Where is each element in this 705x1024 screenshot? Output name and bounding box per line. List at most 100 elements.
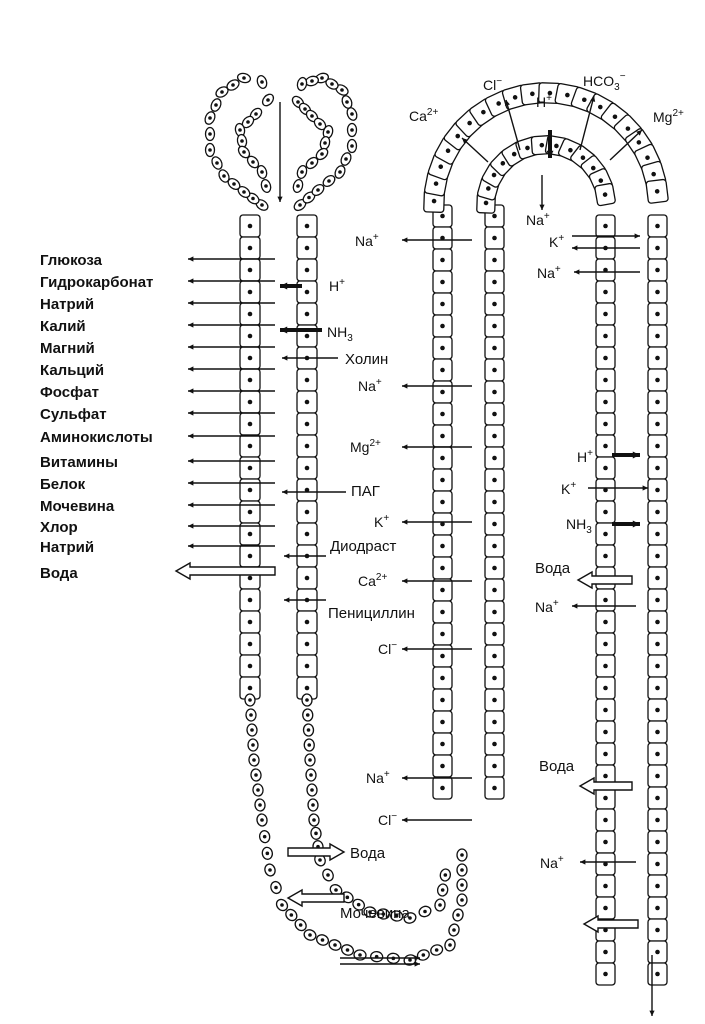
capsule-outer-nucleus <box>232 182 236 186</box>
arch-outer-nucleus <box>625 126 631 131</box>
loop-inner-nucleus <box>318 858 322 862</box>
reabsorption-arrow-4-head <box>188 344 194 350</box>
label-bicarbonate: Гидрокарбонат <box>40 274 153 291</box>
arch-inner-nucleus <box>580 155 586 161</box>
thick-outer-1-nucleus <box>440 565 445 571</box>
capsule-outer-nucleus <box>238 128 242 132</box>
secretion-arrow-nh3-head <box>280 326 288 334</box>
label-sodium: Натрий <box>40 296 94 313</box>
capsule-outer-nucleus <box>260 170 264 174</box>
label-magnesium: Магний <box>40 340 95 357</box>
distal-outer-nucleus <box>655 509 660 515</box>
ion-ca: Ca2+ <box>358 572 387 589</box>
water-arrow-right-1 <box>576 570 633 590</box>
label-urea: Мочевина <box>40 498 115 515</box>
arch-inner-nucleus <box>486 186 491 191</box>
loop-outer-nucleus <box>248 698 252 702</box>
proximal-right-nucleus <box>304 267 310 273</box>
proximal-right-nucleus <box>304 311 310 317</box>
thick-inner-1-nucleus <box>492 367 497 373</box>
distal-inner-nucleus <box>603 399 608 405</box>
label-water-loop: Вода <box>350 845 386 862</box>
capsule-outer-nucleus <box>222 174 226 178</box>
thick-inner-1-nucleus <box>492 257 497 263</box>
arrow-hco3-top <box>579 95 595 151</box>
reabsorption-arrow-11-head <box>188 502 194 508</box>
capsule-right-nucleus <box>296 184 300 188</box>
ion-k-right-2: K+ <box>561 480 576 497</box>
thick-inner-1-nucleus <box>492 301 497 307</box>
proximal-left-nucleus <box>247 355 253 361</box>
loop-outer-nucleus <box>456 913 460 917</box>
label-diodrast: Диодраст <box>330 538 396 555</box>
distal-inner-nucleus <box>603 685 608 691</box>
capsule-right-nucleus <box>298 203 302 207</box>
arrow-ca-top <box>461 137 489 163</box>
proximal-left-nucleus <box>247 597 253 603</box>
arrow-na-top-head <box>539 204 545 210</box>
thick-inner-1-nucleus <box>492 433 497 439</box>
loop-inner-nucleus <box>438 903 442 907</box>
arch-outer-nucleus <box>597 104 603 110</box>
label-water: Вода <box>40 565 78 582</box>
descending-arrow-3-head <box>402 519 408 525</box>
arrow-nh3-right-head <box>632 520 640 528</box>
capsule-right-nucleus <box>316 188 320 192</box>
proximal-left-nucleus <box>247 663 253 669</box>
distal-outer-nucleus <box>655 641 660 647</box>
proximal-right-nucleus <box>304 531 310 537</box>
label-water-right-1: Вода <box>535 560 571 577</box>
arch-outer-nucleus <box>582 97 587 103</box>
distal-inner-nucleus <box>603 795 608 801</box>
thick-outer-1-nucleus <box>440 697 445 703</box>
distal-inner-nucleus <box>603 905 608 911</box>
distal-outer-nucleus <box>655 267 660 273</box>
arch-inner-nucleus <box>511 151 517 157</box>
thick-outer-1-nucleus <box>440 785 445 791</box>
thick-inner-1-nucleus <box>492 719 497 725</box>
reabsorption-arrow-0-head <box>188 256 194 262</box>
thick-outer-1-nucleus <box>440 301 445 307</box>
loop-inner-nucleus <box>423 909 427 914</box>
distal-inner-nucleus <box>603 289 608 295</box>
label-choline: Холин <box>345 351 388 368</box>
distal-outer-nucleus <box>655 751 660 757</box>
thick-outer-1-nucleus <box>440 367 445 373</box>
distal-ions: K+ Na+ H+ K+ NH3 Вода Na+ Вода Na+ <box>535 233 593 871</box>
thick-inner-1-nucleus <box>492 411 497 417</box>
distal-outer-nucleus <box>655 729 660 735</box>
distal-inner-nucleus <box>603 927 608 933</box>
loop-outer-nucleus <box>256 788 260 792</box>
proximal-left-nucleus <box>247 223 253 229</box>
distal-outer-nucleus <box>655 927 660 933</box>
loop-outer-nucleus <box>274 885 278 890</box>
arch-outer-nucleus <box>433 181 439 186</box>
arch-inner-nucleus <box>525 145 530 151</box>
proximal-right-nucleus <box>304 641 310 647</box>
capsule-outer-nucleus <box>214 103 218 107</box>
thick-inner-1-nucleus <box>492 565 497 571</box>
reabsorption-arrow-6-head <box>188 388 194 394</box>
arch-outer-nucleus <box>565 92 570 98</box>
proximal-left-nucleus <box>247 289 253 295</box>
reabsorption-arrow-3-head <box>188 322 194 328</box>
ion-nh3-proximal: NH3 <box>327 324 353 344</box>
arch-inner-nucleus <box>602 192 608 197</box>
secretion-arrow-diodrast-head <box>284 553 290 559</box>
loop-inner-nucleus <box>305 698 309 702</box>
capsule-outer-nucleus <box>260 203 264 207</box>
arch-inner-nucleus <box>554 143 559 149</box>
thick-inner-1-nucleus <box>492 587 497 593</box>
loop-outer-nucleus <box>308 933 312 937</box>
distal-inner-nucleus <box>603 729 608 735</box>
capsule-right-nucleus <box>296 100 300 104</box>
thick-inner-1-nucleus <box>492 521 497 527</box>
distal-outer-nucleus <box>655 685 660 691</box>
proximal-left-nucleus <box>247 619 253 625</box>
urea-arrow-loop <box>286 888 345 908</box>
reabsorption-arrow-5-head <box>188 366 194 372</box>
proximal-right-nucleus <box>304 487 310 493</box>
distal-inner-nucleus <box>603 553 608 559</box>
thick-inner-1-nucleus <box>492 235 497 241</box>
capsule-right-nucleus <box>320 152 324 156</box>
